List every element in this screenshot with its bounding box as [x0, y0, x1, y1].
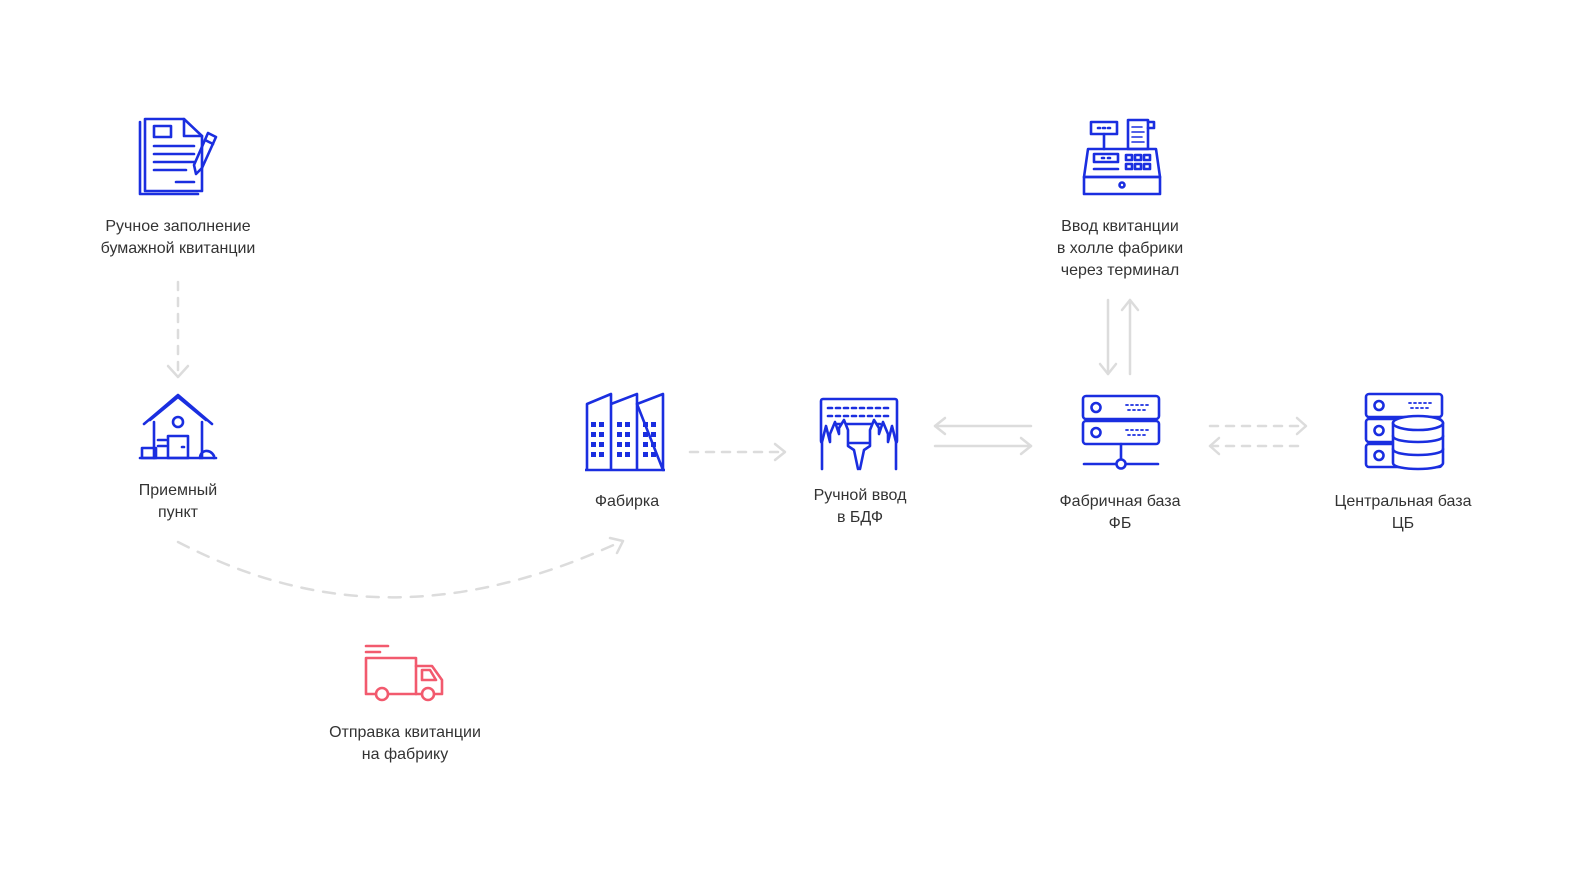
- label-line: ЦБ: [1391, 515, 1415, 532]
- label-line: пункт: [157, 504, 198, 521]
- node-manual-entry-label: Ручной ввод в БДФ: [760, 485, 960, 529]
- label-line: Ввод квитанции: [1061, 218, 1179, 235]
- label-line: Центральная база: [1334, 493, 1472, 510]
- node-paper-receipt-label: Ручное заполнение бумажной квитанции: [78, 216, 278, 260]
- label-line: на фабрику: [361, 746, 449, 763]
- house-icon: [138, 392, 218, 467]
- node-shipping-label: Отправка квитанции на фабрику: [290, 722, 520, 766]
- arrow-paper-to-reception: [166, 280, 190, 379]
- label-line: в БДФ: [836, 509, 884, 526]
- node-reception-label: Приемный пункт: [78, 480, 278, 524]
- label-line: Приемный: [138, 482, 218, 499]
- server-icon: [1080, 393, 1162, 478]
- node-central-db-label: Центральная база ЦБ: [1293, 491, 1513, 535]
- label-line: Фабирка: [594, 493, 660, 510]
- label-line: в холле фабрики: [1056, 240, 1184, 257]
- label-line: Отправка квитанции: [329, 724, 481, 741]
- factory-icon: [585, 392, 665, 477]
- label-line: Ручной ввод: [813, 487, 907, 504]
- keyboard-hands-icon: [818, 396, 900, 477]
- node-factory-label: Фабирка: [527, 491, 727, 513]
- arrow-factory-to-entry: [688, 442, 787, 462]
- arrow-reception-to-factory: [176, 536, 625, 599]
- node-terminal-label: Ввод квитанции в холле фабрики через тер…: [1010, 216, 1230, 282]
- label-line: Ручное заполнение: [105, 218, 251, 235]
- label-line: Фабричная база: [1059, 493, 1181, 510]
- truck-icon: [364, 644, 446, 707]
- node-factory-db-label: Фабричная база ФБ: [1010, 491, 1230, 535]
- label-line: бумажной квитанции: [100, 240, 256, 257]
- label-line: ФБ: [1108, 515, 1132, 532]
- cash-register-icon: [1082, 117, 1162, 202]
- label-line: через терминал: [1060, 262, 1180, 279]
- arrow-db-central-exchange: [1208, 416, 1308, 456]
- database-server-icon: [1363, 391, 1447, 478]
- arrow-terminal-db-exchange: [1098, 298, 1140, 376]
- document-pen-icon: [136, 116, 220, 203]
- arrow-entry-db-exchange: [933, 416, 1033, 456]
